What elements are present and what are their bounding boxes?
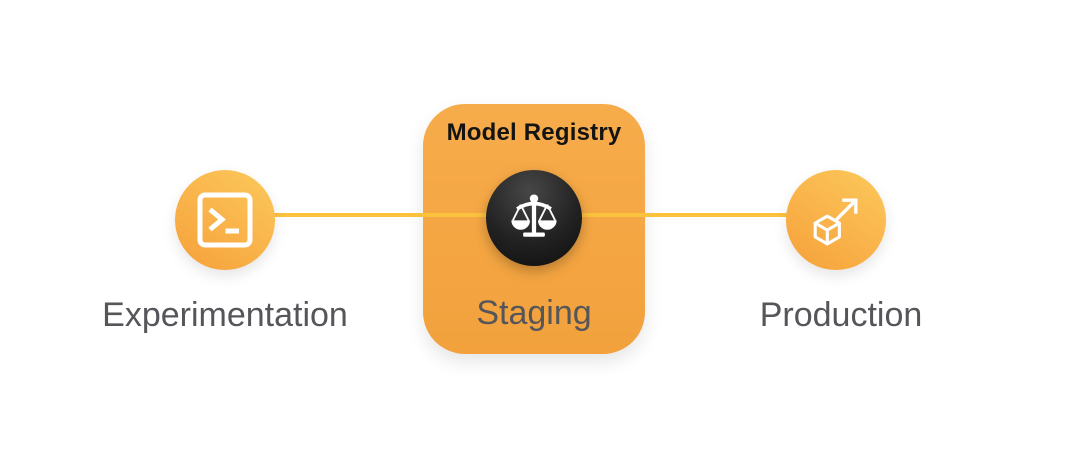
model-registry-badge [486, 170, 582, 266]
deploy-cube-icon [807, 191, 865, 249]
stage-label-staging: Staging [476, 294, 592, 332]
stage-label-production: Production [759, 296, 923, 334]
scales-icon [505, 189, 563, 247]
node-experimentation [175, 170, 275, 270]
node-production [786, 170, 886, 270]
terminal-icon [197, 192, 253, 248]
stage-label-experimentation: Experimentation [102, 296, 348, 334]
model-registry-title: Model Registry [446, 119, 622, 146]
